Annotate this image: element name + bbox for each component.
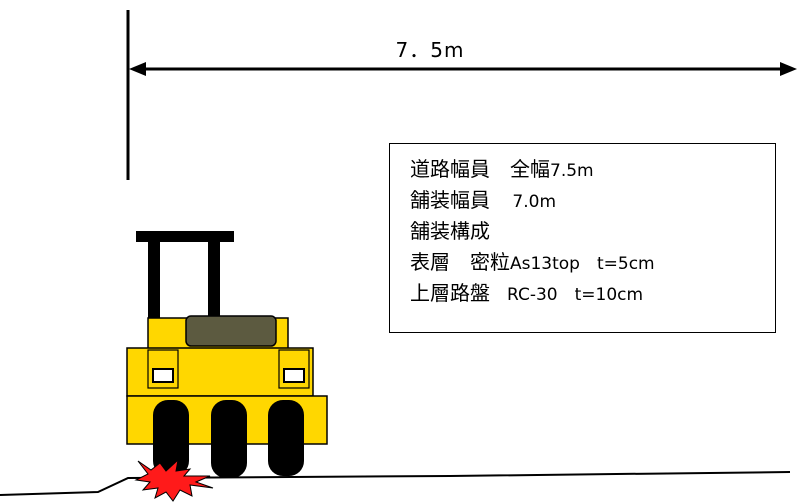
- impact-burst-icon: [134, 458, 214, 502]
- road-surface-line: [0, 471, 791, 496]
- dimension-label: 7．5m: [395, 38, 465, 62]
- spec-line-surface-layer: 表層 密粒As13top t=5cm: [410, 250, 655, 274]
- pavement-spec-box: 道路幅員 全幅7.5m 舗装幅員 7.0m 舗装構成 表層 密粒As13top …: [389, 143, 776, 333]
- tire: [211, 400, 247, 478]
- tire: [153, 400, 189, 476]
- spec-line-pavement-composition: 舗装構成: [410, 219, 490, 243]
- arrow-head-left: [129, 62, 146, 76]
- spec-line-road-width: 道路幅員 全幅7.5m: [410, 157, 594, 181]
- arrow-head-right: [780, 62, 797, 76]
- spec-line-upper-subbase: 上層路盤 RC-30 t=10cm: [410, 281, 644, 305]
- spec-line-pavement-width: 舗装幅員 7.0m: [410, 188, 556, 212]
- dimension-arrow: [129, 62, 797, 76]
- tire: [268, 400, 304, 476]
- tire-roller-icon: [126, 231, 328, 478]
